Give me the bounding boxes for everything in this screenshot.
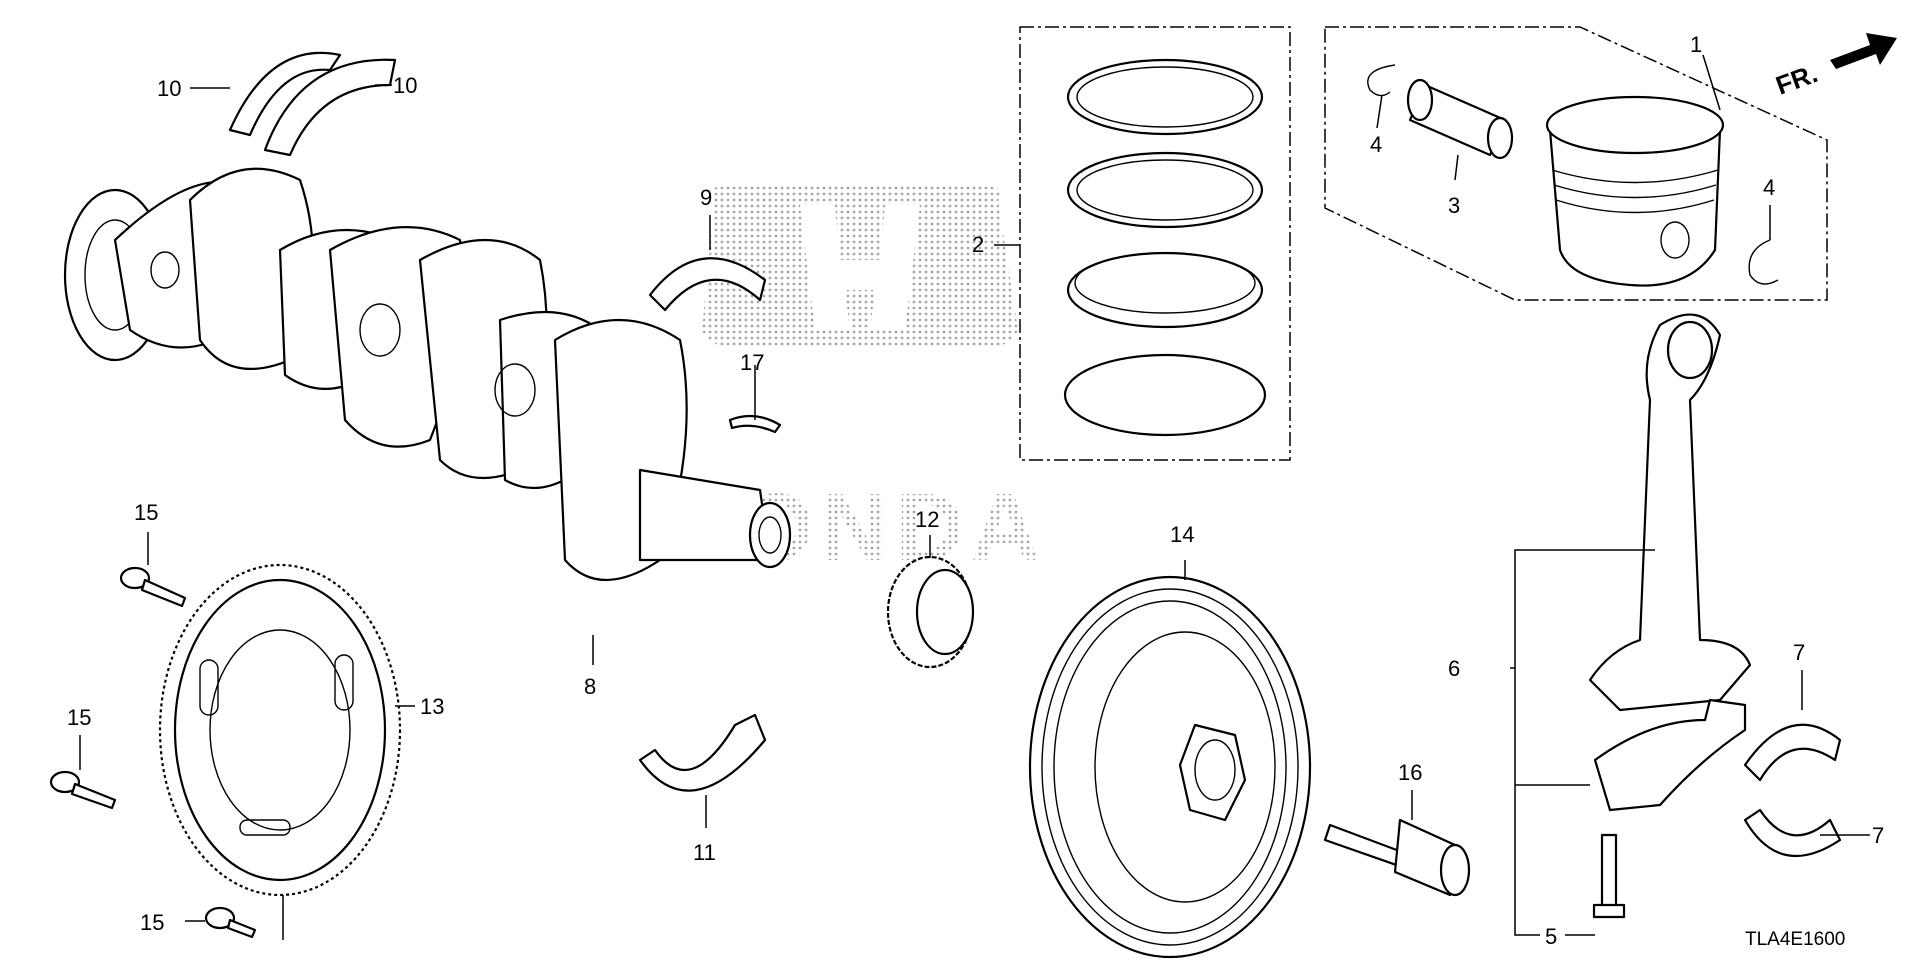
rod-bearing-upper bbox=[1743, 723, 1842, 782]
callout-8: 8 bbox=[584, 674, 596, 699]
main-bearing-thrust-washers bbox=[228, 51, 397, 157]
diagram-code: TLA4E1600 bbox=[1745, 929, 1845, 950]
leader-lines bbox=[79, 54, 1870, 940]
front-marker-label: FR. bbox=[1772, 58, 1822, 101]
piston-box bbox=[1324, 26, 1828, 301]
timing-sprocket bbox=[886, 555, 975, 669]
rod-bearing-lower bbox=[1743, 808, 1842, 858]
callout-10-right: 10 bbox=[393, 73, 417, 98]
crankshaft-pulley bbox=[1028, 575, 1312, 959]
ring-set-box bbox=[1019, 26, 1291, 461]
upper-main-bearing bbox=[648, 257, 767, 312]
connecting-rod bbox=[1588, 313, 1752, 812]
callout-6: 6 bbox=[1448, 656, 1460, 681]
snap-ring-left bbox=[1367, 64, 1396, 97]
callout-7-upper: 7 bbox=[1793, 640, 1805, 665]
snap-ring-right bbox=[1748, 239, 1779, 285]
callout-13: 13 bbox=[420, 694, 444, 719]
piston-ring-set bbox=[1063, 58, 1267, 437]
callout-4-left: 4 bbox=[1370, 132, 1382, 157]
crankshaft bbox=[63, 167, 792, 581]
callout-9: 9 bbox=[700, 185, 712, 210]
callout-3: 3 bbox=[1448, 193, 1460, 218]
callout-4-right: 4 bbox=[1763, 175, 1775, 200]
callout-17: 17 bbox=[740, 350, 764, 375]
front-direction-marker: FR. bbox=[1772, 33, 1897, 101]
flywheel-bolt-top bbox=[119, 566, 187, 608]
flywheel-bolt-mid bbox=[49, 770, 117, 810]
callout-7-lower: 7 bbox=[1872, 823, 1884, 848]
crank-pulser-ring bbox=[158, 563, 402, 897]
callout-5: 5 bbox=[1545, 924, 1557, 949]
callout-15-bottom: 15 bbox=[140, 910, 164, 935]
rod-bolt bbox=[1592, 833, 1626, 919]
callout-1: 1 bbox=[1690, 32, 1702, 57]
callout-11: 11 bbox=[693, 840, 716, 865]
callout-12: 12 bbox=[915, 507, 939, 532]
pulley-bolt bbox=[1323, 818, 1471, 897]
lower-main-bearing bbox=[638, 713, 767, 792]
flywheel-bolt-bottom bbox=[204, 906, 257, 939]
woodruff-key bbox=[728, 414, 782, 434]
callout-2: 2 bbox=[972, 232, 984, 257]
honda-watermark-logo: HONDA bbox=[664, 186, 1040, 581]
front-arrow-icon bbox=[1830, 33, 1897, 69]
piston-pin bbox=[1406, 78, 1514, 160]
callout-16: 16 bbox=[1398, 760, 1422, 785]
callout-15-mid: 15 bbox=[67, 705, 91, 730]
callout-10-left: 10 bbox=[157, 76, 181, 101]
callout-14: 14 bbox=[1170, 522, 1194, 547]
piston bbox=[1545, 95, 1725, 287]
callout-15-top: 15 bbox=[134, 500, 158, 525]
